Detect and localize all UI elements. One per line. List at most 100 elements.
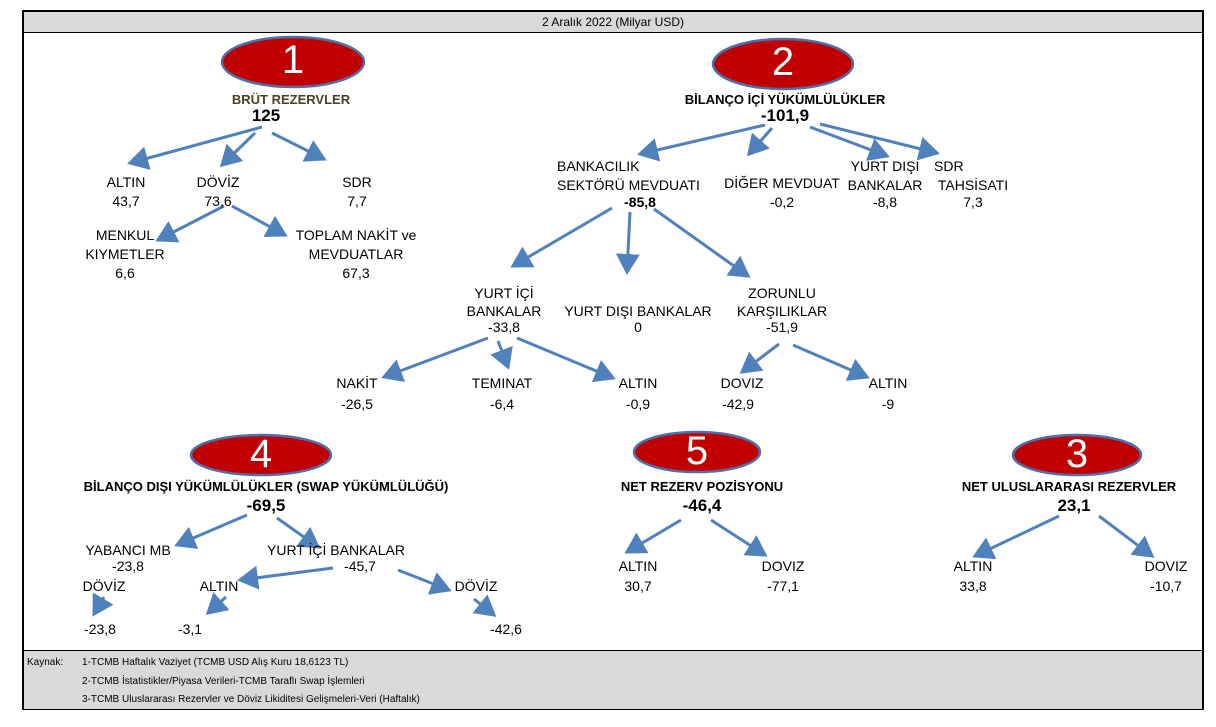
s1-sdr-label: SDR: [342, 174, 372, 190]
s5-doviz-value: -77,1: [767, 578, 799, 594]
source-line: 3-TCMB Uluslararası Rezervler ve Döviz L…: [82, 694, 420, 705]
s2-teminat-value: -6,4: [489, 396, 515, 412]
s2-doviz-value: -42,9: [722, 396, 754, 412]
badge-oval-3: [1011, 433, 1143, 477]
arrow: [219, 131, 257, 168]
s2-altin2-value: -9: [881, 396, 895, 412]
s2-ydbank-value: 0: [634, 319, 642, 335]
arrow: [271, 131, 327, 162]
s2-bankacilik-label-2: SEKTÖRÜ MEVDUATI: [557, 177, 700, 193]
s2-doviz-label: DOVIZ: [720, 375, 764, 391]
arrow: [510, 206, 613, 268]
s5-altin-value: 30,7: [624, 578, 652, 594]
section5-heading: NET REZERV POZİSYONU: [620, 479, 784, 494]
arrow: [155, 204, 225, 243]
s5-doviz-label: DOVIZ: [761, 558, 805, 574]
section1-heading: BRÜT REZERVLER: [231, 92, 351, 107]
s4-yib-value: -45,7: [344, 558, 376, 574]
s2-ydbank-label: YURT DIŞI BANKALAR: [564, 303, 712, 319]
badge-number-4: 4: [249, 432, 273, 476]
s1-doviz-value: 73,6: [204, 193, 232, 209]
s2-yurtdisi-label-2: BANKALAR: [847, 177, 923, 193]
arrow: [127, 125, 263, 170]
s1-toplam-value: 67,3: [342, 265, 370, 281]
arrow: [174, 513, 248, 549]
arrow: [237, 565, 334, 590]
s1-altin-value: 43,7: [112, 193, 140, 209]
arrow-group: [92, 122, 1155, 617]
source-label: Kaynak:: [27, 657, 64, 668]
s4-altin-label: ALTIN: [199, 578, 239, 594]
s4-doviz-label: DÖVİZ: [454, 578, 498, 594]
arrow: [972, 514, 1060, 560]
s1-toplam-label-1: TOPLAM NAKİT ve: [295, 227, 417, 243]
s4-altin-value: -3,1: [177, 621, 203, 637]
source-footer: Kaynak: 1-TCMB Haftalık Vaziyet (TCMB US…: [24, 650, 1202, 709]
arrow: [792, 343, 870, 381]
section3-total: 23,1: [1057, 496, 1091, 515]
s2-bankacilik-label-1: BANKACILIK: [557, 158, 640, 174]
s2-nakit-label: NAKİT: [336, 375, 378, 391]
arrow: [739, 342, 780, 374]
s3-doviz-value: -10,7: [1150, 578, 1182, 594]
source-line: 2-TCMB İstatistikler/Piyasa Verileri-TCM…: [82, 676, 365, 687]
s1-menkul-label-1: MENKUL: [95, 227, 155, 243]
badge-number-1: 1: [281, 38, 305, 82]
arrow: [624, 518, 682, 554]
arrow: [516, 336, 616, 383]
s2-altin2-label: ALTIN: [868, 375, 908, 391]
s2-sdr-label-1: SDR: [934, 158, 964, 174]
arrow: [490, 340, 513, 370]
s2-yurtdisi-value: -8,8: [872, 194, 898, 210]
arrow: [637, 123, 766, 162]
s1-toplam-label-2: MEVDUATLAR: [308, 246, 404, 262]
arrow: [92, 592, 114, 617]
s4-ymb-label: YABANCI MB: [85, 542, 171, 558]
s1-sdr-value: 7,7: [347, 193, 367, 209]
section2-heading: BİLANÇO İÇİ YÜKÜMLÜLÜKLER: [684, 92, 886, 107]
s4-yib-label: YURT İÇİ BANKALAR: [267, 542, 405, 558]
arrow: [397, 568, 452, 595]
s3-altin-label: ALTIN: [953, 558, 993, 574]
arrow: [1098, 514, 1155, 558]
section3-heading: NET ULUSLARARASI REZERVLER: [961, 479, 1177, 494]
badge-oval-5: [632, 430, 762, 474]
s4-ymb-doviz-value: -23,8: [84, 621, 116, 637]
arrow: [381, 336, 489, 382]
arrow: [472, 594, 497, 617]
s5-altin-label: ALTIN: [618, 558, 658, 574]
badge-number-3: 3: [1065, 432, 1089, 476]
section4-total: -69,5: [246, 496, 286, 515]
s1-menkul-label-2: KIYMETLER: [85, 246, 165, 262]
section4-heading: BİLANÇO DIŞI YÜKÜMLÜLÜKLER (SWAP YÜKÜMLÜ…: [83, 479, 449, 494]
section2-total: -101,9: [760, 106, 810, 125]
arrow: [615, 211, 640, 275]
s2-yurtici-label-2: BANKALAR: [466, 303, 542, 319]
s2-diger-label: DİĞER MEVDUAT: [724, 175, 840, 191]
arrow: [205, 592, 230, 615]
arrow: [819, 122, 940, 161]
s2-nakit-value: -26,5: [341, 396, 373, 412]
s1-menkul-value: 6,6: [115, 265, 135, 281]
arrow: [653, 207, 751, 278]
s2-altin1-value: -0,9: [625, 396, 651, 412]
arrow: [747, 127, 774, 157]
s2-altin1-label: ALTIN: [618, 375, 658, 391]
section5-total: -46,4: [682, 496, 722, 515]
s1-doviz-label: DÖVİZ: [196, 174, 240, 190]
s3-altin-value: 33,8: [959, 578, 987, 594]
s2-yurtici-label-1: YURT İÇİ: [474, 285, 534, 301]
arrow: [231, 204, 288, 237]
s4-ymb-doviz-label: DÖVİZ: [82, 578, 126, 594]
badge-number-5: 5: [685, 429, 709, 473]
section1-total: 125: [251, 106, 281, 125]
arrow: [710, 518, 768, 557]
s2-sdr-label-2: TAHSİSATI: [937, 177, 1009, 193]
s2-sdr-value: 7,3: [963, 194, 983, 210]
badge-number-2: 2: [771, 40, 795, 84]
s2-yurtdisi-label-1: YURT DIŞI: [850, 158, 920, 174]
arrow: [276, 516, 321, 549]
arrow: [809, 125, 890, 161]
s4-ymb-value: -23,8: [112, 558, 144, 574]
